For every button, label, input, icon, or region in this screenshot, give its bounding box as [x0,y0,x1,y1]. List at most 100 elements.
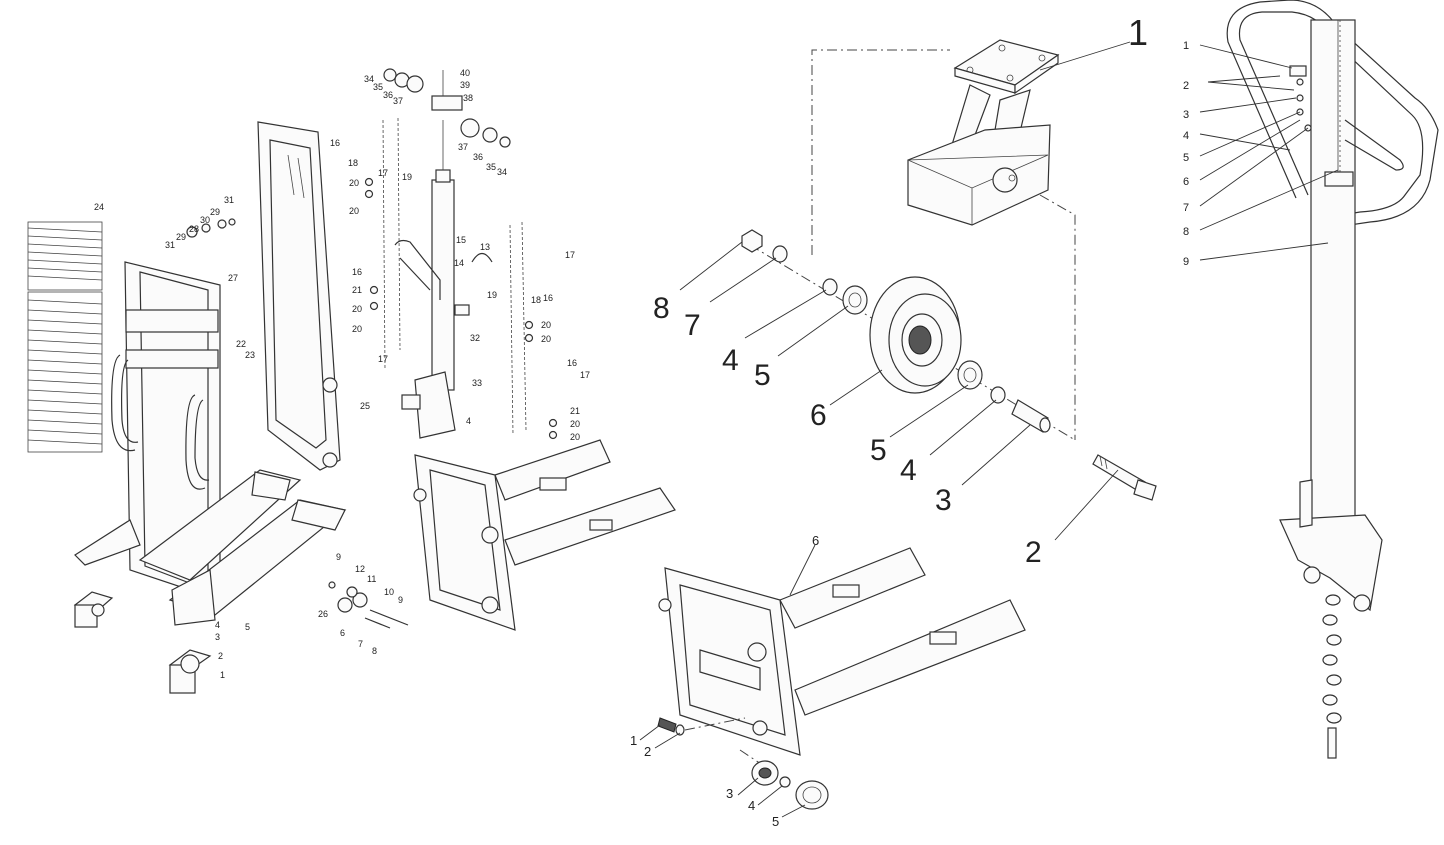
hydraulic-cylinder [431,120,455,391]
callout: 3 [726,786,733,801]
callout: 17 [378,354,388,364]
callout: 20 [570,419,580,429]
callout: 24 [94,202,104,212]
callout: 22 [236,339,246,349]
caster-large [168,649,212,694]
top-pulley [383,68,511,148]
callout: 31 [224,195,234,205]
wheel-parts [741,229,1157,501]
panel-b-leaders [679,41,1131,541]
callout: 37 [393,96,403,106]
callout: 4 [722,344,739,377]
callout: 4 [748,798,755,813]
callout: 31 [165,240,175,250]
callout: 21 [352,285,362,295]
callout: 19 [487,290,497,300]
callout: 8 [372,646,377,656]
panel-d-labels: 1 2 3 4 5 6 7 8 9 [1183,40,1189,268]
wheel-axle-parts [328,581,409,629]
callout: 16 [567,358,577,368]
callout: 34 [364,74,374,84]
callout: 21 [570,406,580,416]
callout: 37 [458,142,468,152]
callout: 16 [543,293,553,303]
callout: 9 [398,595,403,605]
callout: 35 [486,162,496,172]
callout: 1 [1183,40,1189,52]
panel-handle-assembly: 1 2 3 4 5 6 7 8 9 [1183,0,1439,759]
callout: 4 [900,454,917,487]
callout: 32 [470,333,480,343]
caster-small [73,591,114,628]
callout: 7 [684,309,701,342]
callout: 7 [1183,202,1189,214]
callout: 15 [456,235,466,245]
callout: 23 [245,350,255,360]
callout: 20 [541,320,551,330]
callout: 39 [460,80,470,90]
callout: 1 [630,733,637,748]
wheel-bracket [907,39,1060,226]
panel-stacker-assembly: 34 35 36 37 40 39 38 37 36 35 34 16 18 1… [27,68,676,694]
handle-chain [1322,594,1342,759]
callout: 16 [352,267,362,277]
callout: 4 [466,416,471,426]
panel-a-labels: 34 35 36 37 40 39 38 37 36 35 34 16 18 1… [94,68,590,680]
chains [382,117,527,436]
callout: 40 [460,68,470,78]
callout: 2 [1025,536,1042,569]
hardware [186,177,558,440]
callout: 5 [754,359,771,392]
callout: 3 [935,484,952,517]
callout: 4 [1183,130,1189,142]
callout: 4 [215,620,220,630]
callout: 9 [1183,256,1189,268]
pump-handle [394,239,456,439]
callout: 8 [653,292,670,325]
callout: 6 [812,533,819,548]
callout: 8 [1183,226,1189,238]
mast-frame [74,261,347,626]
callout: 11 [367,574,376,584]
callout: 12 [355,564,365,574]
callout: 29 [210,207,220,217]
callout: 6 [340,628,345,638]
panel-b-labels: 1 8 7 4 5 6 5 4 3 2 [653,12,1148,569]
callout: 3 [1183,109,1189,121]
callout: 1 [1128,12,1148,53]
callout: 13 [480,242,490,252]
callout: 26 [318,609,328,619]
panel-fork-carriage: 6 1 2 3 4 5 [630,533,1026,829]
callout: 18 [348,158,358,168]
callout: 6 [1183,176,1189,188]
callout: 33 [472,378,482,388]
callout: 17 [580,370,590,380]
callout: 5 [772,814,779,829]
callout: 20 [541,334,551,344]
callout: 36 [473,152,483,162]
callout: 29 [176,232,186,242]
fork-carriage [413,439,676,631]
callout: 27 [228,273,238,283]
callout: 34 [497,167,507,177]
callout: 20 [349,206,359,216]
callout: 3 [215,632,220,642]
callout: 19 [402,172,412,182]
callout: 17 [565,250,575,260]
callout: 6 [810,399,827,432]
callout: 18 [531,295,541,305]
callout: 38 [463,93,473,103]
callout: 20 [352,324,362,334]
callout: 20 [349,178,359,188]
callout: 5 [1183,152,1189,164]
callout: 25 [360,401,370,411]
callout: 16 [330,138,340,148]
callout: 30 [200,215,210,225]
callout: 36 [383,90,393,100]
callout: 1 [220,670,225,680]
inner-mast [257,121,341,471]
callout: 5 [870,434,887,467]
callout: 35 [373,82,383,92]
panel-c-labels: 6 1 2 3 4 5 [630,533,819,829]
